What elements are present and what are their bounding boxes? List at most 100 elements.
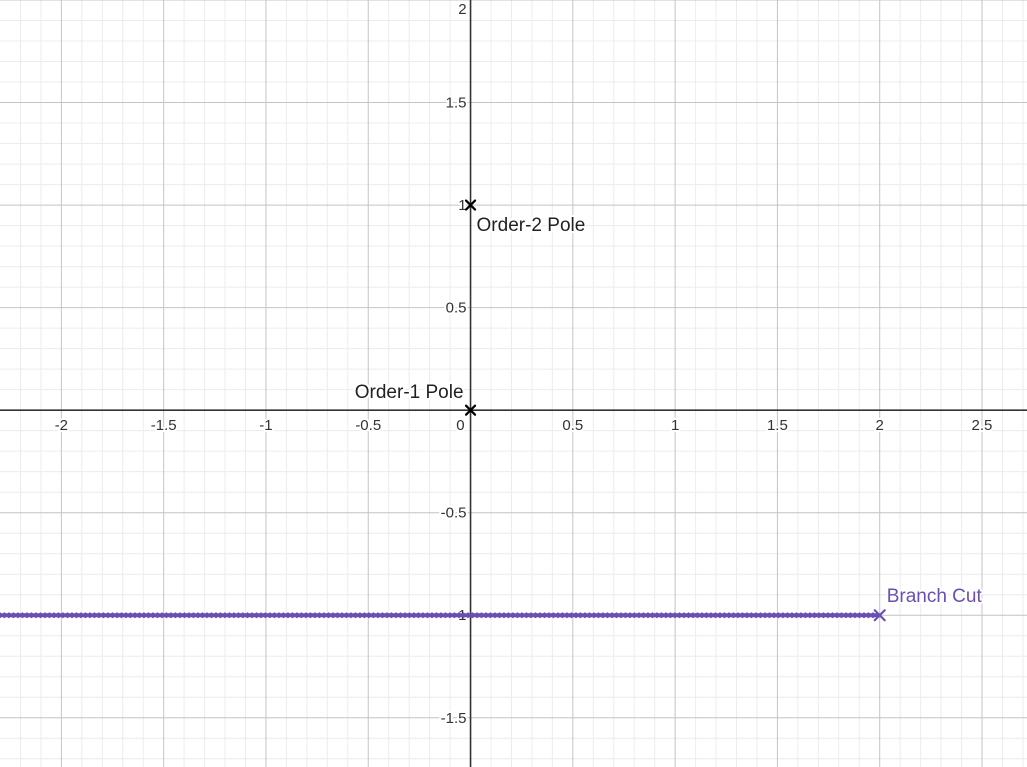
y-tick-label: 1 (458, 197, 466, 214)
branch-cut-hatch (638, 612, 645, 619)
pole-label: Order-1 Pole (355, 382, 464, 403)
branch-cut-hatch (404, 612, 411, 619)
branch-cut-hatch (813, 612, 820, 619)
branch-cut-hatch (521, 612, 528, 619)
branch-cut-hatch (620, 612, 627, 619)
branch-cut-hatch (759, 612, 766, 619)
branch-cut-hatch (480, 612, 487, 619)
branch-cut-hatch (273, 612, 280, 619)
branch-cut-hatch (543, 612, 550, 619)
branch-cut-hatch (516, 612, 523, 619)
branch-cut-hatch (777, 612, 784, 619)
marker-stroke (464, 404, 477, 416)
branch-cut-hatch (296, 612, 303, 619)
y-tick-label: -1.5 (441, 710, 467, 727)
branch-cut-hatch (89, 612, 96, 619)
branch-cut-hatch (62, 612, 69, 619)
branch-cut-hatch (836, 612, 843, 619)
branch-cut-hatch (593, 612, 600, 619)
branch-cut-hatch (588, 612, 595, 619)
branch-cut-hatch (66, 612, 73, 619)
branch-cut-hatch (552, 612, 559, 619)
marker-stroke (464, 199, 477, 211)
branch-cut-hatch (147, 612, 154, 619)
branch-cut-hatch (0, 612, 6, 619)
x-tick-label: -0.5 (355, 417, 381, 434)
branch-cut-hatch (660, 612, 667, 619)
branch-cut-hatch (557, 612, 564, 619)
branch-cut-hatch (3, 612, 10, 619)
branch-cut-hatch (327, 612, 334, 619)
branch-cut-hatch (737, 612, 744, 619)
branch-cut-hatch (710, 612, 717, 619)
branch-cut-hatch (363, 612, 370, 619)
branch-cut-hatch (633, 612, 640, 619)
branch-cut-hatch (323, 612, 330, 619)
branch-cut-hatch (489, 612, 496, 619)
branch-cut-hatch (570, 612, 577, 619)
branch-cut-hatch (120, 612, 127, 619)
branch-cut-hatch (318, 612, 325, 619)
branch-cut-hatch (858, 612, 865, 619)
branch-cut-hatch (773, 612, 780, 619)
branch-cut-hatch (255, 612, 262, 619)
branch-cut-hatch (647, 612, 654, 619)
branch-cut-hatch (354, 612, 361, 619)
branch-cut-hatch (458, 612, 465, 619)
branch-cut-hatch (804, 612, 811, 619)
branch-cut-hatch (827, 612, 834, 619)
branch-cut-hatch (431, 612, 438, 619)
branch-cut-hatch (750, 612, 757, 619)
branch-cut-hatching (0, 612, 883, 619)
branch-cut-hatch (692, 612, 699, 619)
branch-cut-hatch (201, 612, 208, 619)
branch-cut-hatch (107, 612, 114, 619)
branch-cut-hatch (237, 612, 244, 619)
branch-cut-hatch (818, 612, 825, 619)
branch-cut-hatch (530, 612, 537, 619)
branch-cut-hatch (48, 612, 55, 619)
x-tick-label: 2 (876, 417, 884, 434)
branch-cut-hatch (629, 612, 636, 619)
y-tick-label: 2 (458, 1, 466, 18)
branch-cut-hatch (399, 612, 406, 619)
branch-cut-hatch (494, 612, 501, 619)
branch-cut-hatch (440, 612, 447, 619)
branch-cut-hatch (291, 612, 298, 619)
branch-cut-hatch (161, 612, 168, 619)
branch-cut-hatch (602, 612, 609, 619)
branch-cut-hatch (786, 612, 793, 619)
branch-cut-hatch (21, 612, 28, 619)
branch-cut-hatch (849, 612, 856, 619)
x-tick-label: 0.5 (562, 417, 583, 434)
x-tick-label: -1.5 (151, 417, 177, 434)
branch-cut-hatch (665, 612, 672, 619)
branch-cut-hatch (165, 612, 172, 619)
branch-cut-hatch (260, 612, 267, 619)
branch-cut-hatch (651, 612, 658, 619)
branch-cut-hatch (566, 612, 573, 619)
branch-cut-hatch (39, 612, 46, 619)
branch-cut-hatch (84, 612, 91, 619)
branch-cut-hatch (417, 612, 424, 619)
pole-label: Order-2 Pole (477, 215, 586, 236)
branch-cut-hatch (525, 612, 532, 619)
branch-cut-hatch (854, 612, 861, 619)
branch-cut-hatch (111, 612, 118, 619)
branch-cut-hatch (219, 612, 226, 619)
branch-cut-hatch (723, 612, 730, 619)
branch-cut-hatch (728, 612, 735, 619)
marker-stroke (873, 609, 886, 622)
branch-cut-hatch (683, 612, 690, 619)
branch-cut-hatch (485, 612, 492, 619)
branch-cut-hatch (71, 612, 78, 619)
branch-cut-hatch (102, 612, 109, 619)
branch-cut-hatch (242, 612, 249, 619)
branch-cut-hatch (507, 612, 514, 619)
branch-cut-hatch (143, 612, 150, 619)
branch-cut-hatch (368, 612, 375, 619)
